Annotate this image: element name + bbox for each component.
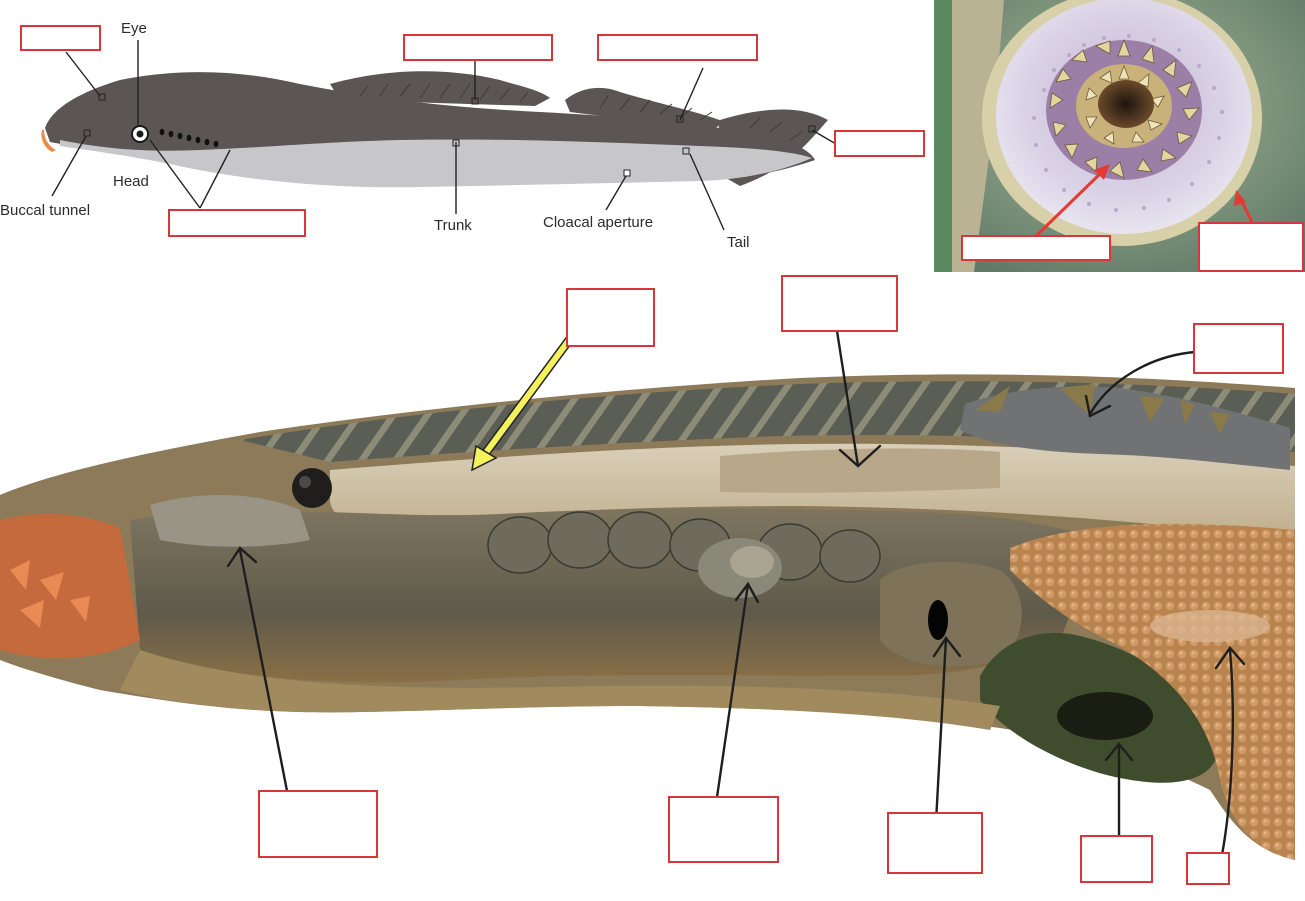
yellow-pointer [478,329,579,461]
ovary-region [1010,523,1295,860]
section-body [0,374,1295,860]
blank-label-box[interactable] [20,25,101,51]
blank-label-box[interactable] [168,209,306,237]
leader-fin-2 [679,67,704,121]
leader-cloaca [605,175,627,211]
notochord-region [330,443,1295,540]
tail-label: Tail [727,234,750,251]
arrow-liver [934,636,948,824]
cloacal-aperture-label: Cloacal aperture [543,214,654,231]
dorsal-grey-tissue [960,386,1290,470]
leader-gill-1 [149,139,201,209]
head-label: Head [113,173,149,190]
buccal-tunnel-label: Buccal tunnel [0,202,91,219]
oral-region [0,513,140,659]
gill-pouches [487,511,881,583]
brain-region [150,494,310,547]
leader-buccal [51,135,87,197]
eye-label: Eye [121,20,147,37]
heart-region [698,538,782,598]
visceral-cavity [130,508,1100,683]
dorsal-muscle [240,381,1295,462]
blank-label-box[interactable] [403,34,553,61]
arrow-notochord [833,316,860,468]
first-dorsal-fin [330,71,550,106]
blank-label-box[interactable] [834,130,925,157]
blank-label-box[interactable] [258,790,378,858]
leader-caudal [811,129,837,145]
mouth-opening [1098,80,1154,128]
blank-label-box[interactable] [961,235,1111,261]
blank-label-box[interactable] [1080,835,1153,883]
blank-label-box[interactable] [781,275,898,332]
blank-label-box[interactable] [1198,222,1304,272]
blank-label-box[interactable] [566,288,655,347]
blank-label-box[interactable] [1193,323,1284,374]
blank-label-box[interactable] [887,812,983,874]
leader-tail [689,153,725,231]
trunk-label: Trunk [434,217,472,234]
blank-label-box[interactable] [1186,852,1230,885]
leader-gill-2 [199,149,231,209]
lamprey-external-drawing [41,40,837,231]
eye-section [292,468,332,508]
arrow-ovary [1220,648,1235,857]
gill-openings [159,128,219,148]
blank-label-box[interactable] [668,796,779,863]
blank-label-box[interactable] [597,34,758,61]
fin-rays [359,83,803,141]
arrow-heart [714,582,750,806]
intestine-region [980,632,1220,783]
leader-top-left-box [65,51,101,97]
second-dorsal-fin [565,87,725,130]
notochord-highlight [720,448,1000,493]
oral-disc-photo [934,0,1305,272]
red-pointer-1 [1032,168,1106,240]
arrow-brain [238,548,290,798]
arrow-dorsal-tissue [1088,350,1197,416]
oral-disc [41,130,56,152]
liver-region [880,561,1022,667]
